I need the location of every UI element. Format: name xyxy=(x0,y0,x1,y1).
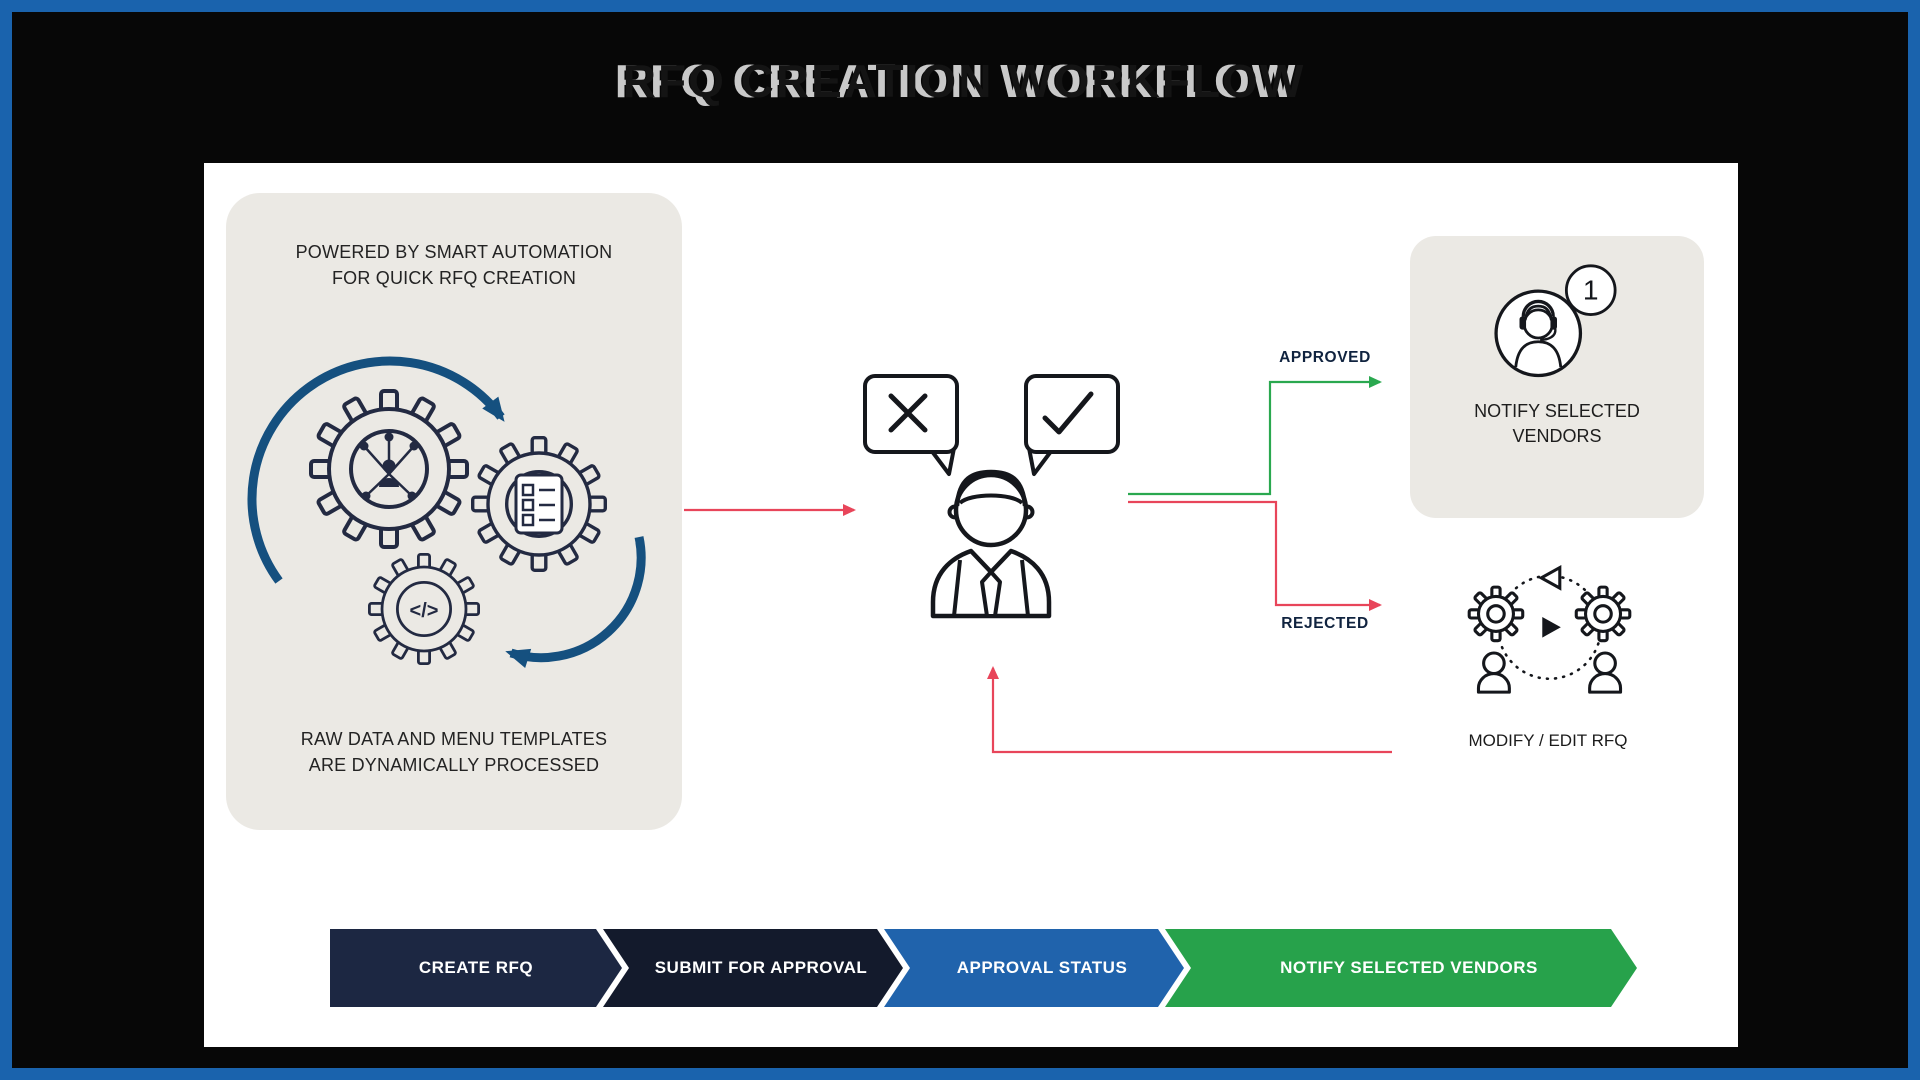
tie-icon xyxy=(980,570,1002,618)
notify-vendors-label: NOTIFY SELECTED VENDORS xyxy=(1474,401,1640,447)
person-head-icon xyxy=(953,472,1029,548)
modify-gear-left-icon xyxy=(1467,585,1525,643)
check-mark-icon xyxy=(1042,391,1094,435)
automation-gears-icon: </> xyxy=(247,356,646,669)
curve-arrow-top-icon xyxy=(247,356,505,584)
notification-badge-icon xyxy=(1564,264,1617,316)
vendor-headset-icon: 1 xyxy=(1494,264,1617,378)
checklist-glyph-icon xyxy=(514,473,564,535)
curve-arrow-bottom-icon xyxy=(505,536,646,669)
modify-gear-right-icon xyxy=(1574,585,1632,643)
triangle-left-icon xyxy=(1538,564,1562,591)
code-glyph: </> xyxy=(410,600,439,622)
modify-rfq-icon xyxy=(1467,564,1632,694)
modify-rfq-label: MODIFY / EDIT RFQ xyxy=(1468,731,1628,750)
approved-label: APPROVED xyxy=(1279,349,1371,366)
page-title: RFQ CREATION WORKFLOW RFQ CREATION WORKF… xyxy=(12,54,1908,118)
arrow-resubmit-loop-icon xyxy=(987,666,1392,754)
step-label: APPROVAL STATUS xyxy=(956,958,1128,977)
step-notify-selected-vendors: NOTIFY SELECTED VENDORS xyxy=(1165,929,1637,1007)
step-label: NOTIFY SELECTED VENDORS xyxy=(1280,958,1538,977)
automation-top-text: POWERED BY SMART AUTOMATION FOR QUICK RF… xyxy=(295,242,613,289)
step-label: SUBMIT FOR APPROVAL xyxy=(654,958,868,977)
step-submit-for-approval: SUBMIT FOR APPROVAL xyxy=(603,929,903,1007)
x-mark-icon xyxy=(888,393,928,433)
arrow-approved-icon xyxy=(1128,376,1382,496)
modify-person-left-icon xyxy=(1476,651,1511,694)
page-title-text: RFQ CREATION WORKFLOW xyxy=(622,55,1306,107)
automation-bottom-text: RAW DATA AND MENU TEMPLATES ARE DYNAMICA… xyxy=(300,728,608,775)
step-label: CREATE RFQ xyxy=(418,958,534,977)
approver-person-icon xyxy=(863,374,1120,619)
step-approval-status: APPROVAL STATUS xyxy=(884,929,1184,1007)
diagram-panel: POWERED BY SMART AUTOMATION FOR QUICK RF… xyxy=(204,163,1738,1047)
headset-band-icon xyxy=(1521,299,1555,317)
step-create-rfq: CREATE RFQ xyxy=(330,929,622,1007)
modify-person-right-icon xyxy=(1588,651,1623,694)
rejected-label: REJECTED xyxy=(1281,615,1369,632)
triangle-right-icon xyxy=(1542,616,1561,638)
badge-count: 1 xyxy=(1583,275,1599,306)
automation-card: POWERED BY SMART AUTOMATION FOR QUICK RF… xyxy=(226,193,682,830)
headset-mic-icon xyxy=(1540,327,1557,342)
page-title-ghost: RFQ CREATION WORKFLOW xyxy=(614,55,1298,107)
arrow-rejected-icon xyxy=(1128,500,1382,611)
network-glyph-icon xyxy=(359,432,419,501)
process-steps-bar: CREATE RFQ SUBMIT FOR APPROVAL APPROVAL … xyxy=(330,929,1637,1007)
notify-vendors-card: 1 NOTIFY SELECTED VENDORS xyxy=(1410,236,1704,518)
